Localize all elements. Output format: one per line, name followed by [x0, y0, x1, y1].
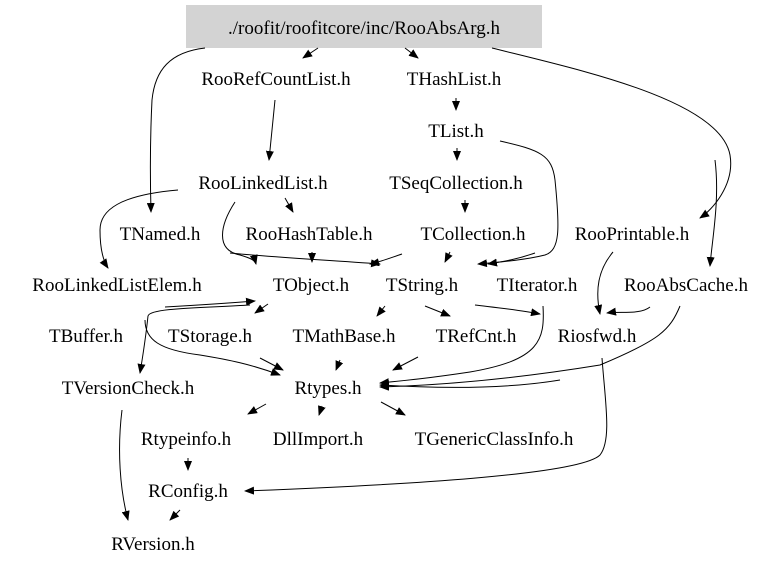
edge-RooAbsArg-RooPrintable — [491, 47, 732, 219]
edge-TStorage-Rtypes — [259, 357, 284, 371]
node-roolinkedlist[interactable]: RooLinkedList.h — [198, 173, 328, 194]
node-rooprintable[interactable]: RooPrintable.h — [575, 224, 690, 245]
node-rooabsarg[interactable]: ./roofit/roofitcore/inc/RooAbsArg.h — [228, 18, 500, 39]
edge-RooLinkedList-RooLinkedListElem — [99, 189, 179, 269]
edge-TRefCnt-Rtypes — [392, 356, 419, 371]
edge-TString-Riosfwd — [474, 304, 541, 317]
edge-TVersionCheck-RVersion — [119, 409, 130, 521]
edge-RooAbsArg-TNamed — [146, 47, 206, 213]
node-tmathbase[interactable]: TMathBase.h — [293, 326, 396, 347]
edge-RooHashTable-TString — [229, 252, 381, 268]
node-dllimport[interactable]: DllImport.h — [273, 429, 364, 450]
edge-RooPrintable-Riosfwd — [594, 251, 614, 315]
node-rtypes[interactable]: Rtypes.h — [294, 378, 362, 399]
edge-RConfig-RVersion — [169, 509, 181, 521]
edge-RooLinkedList-RooHashTable — [284, 197, 294, 213]
edge-RooLinkedList-TObject — [222, 201, 258, 265]
node-tgenericclassinfo[interactable]: TGenericClassInfo.h — [415, 429, 574, 450]
node-tseqcollection[interactable]: TSeqCollection.h — [389, 173, 523, 194]
node-rooabscache[interactable]: RooAbsCache.h — [624, 275, 749, 296]
node-tlist[interactable]: TList.h — [428, 121, 484, 142]
edge-TObject-TStorage — [254, 303, 269, 314]
edge-TObject-Rtypes — [144, 319, 281, 376]
edge-RooAbsCache-Rtypes — [606, 306, 651, 316]
node-riosfwd[interactable]: Riosfwd.h — [558, 326, 637, 347]
node-tstring[interactable]: TString.h — [386, 275, 459, 296]
node-trefcnt[interactable]: TRefCnt.h — [436, 326, 517, 347]
edge-RooPrintable-RooAbsCache — [706, 159, 718, 267]
node-roohashtable[interactable]: RooHashTable.h — [246, 224, 373, 245]
edge-RooAbsArg-RooRefCountList — [302, 47, 319, 59]
edge-TList-TIterator — [477, 140, 559, 268]
edge-RooAbsArg-THashList — [404, 47, 419, 59]
edge-Rtypes-DllImport — [318, 405, 326, 416]
node-tnamed[interactable]: TNamed.h — [120, 224, 201, 245]
edge-TString-TMathBase — [376, 305, 386, 317]
edge-TCollection-TString — [444, 251, 453, 263]
node-rtypeinfo[interactable]: Rtypeinfo.h — [141, 429, 232, 450]
edge-Rtypes-Rtypeinfo — [247, 403, 267, 415]
node-rversion[interactable]: RVersion.h — [111, 534, 195, 555]
edge-RooAbsCache-Riosfwd — [379, 305, 681, 391]
node-roolinkedlistelem[interactable]: RooLinkedListElem.h — [32, 275, 202, 296]
edges-layer — [99, 47, 732, 521]
edge-Riosfwd-RConfig — [244, 357, 608, 495]
edge-RooLinkedListElem-TObject — [164, 297, 256, 308]
node-tobject[interactable]: TObject.h — [273, 275, 350, 296]
edge-Riosfwd-Rtypes-extra — [379, 379, 561, 390]
node-tcollection[interactable]: TCollection.h — [420, 224, 526, 245]
edge-TMathBase-Rtypes — [335, 359, 344, 371]
node-titerator[interactable]: TIterator.h — [497, 275, 578, 296]
node-thashlist[interactable]: THashList.h — [407, 69, 502, 90]
edge-RooRefCountList-RooLinkedList — [265, 99, 276, 161]
edge-TString-TRefCnt — [424, 305, 451, 317]
edge-TObject-TVersionCheck — [137, 304, 251, 374]
edge-TCollection-TIterator — [487, 252, 536, 267]
node-rconfig[interactable]: RConfig.h — [148, 481, 228, 502]
root-node-box — [186, 5, 542, 48]
node-roorefcountlist[interactable]: RooRefCountList.h — [201, 69, 351, 90]
nodes-layer: ./roofit/roofitcore/inc/RooAbsArg.h RooR… — [32, 18, 748, 555]
edge-Rtypes-TGenericClassInfo — [380, 401, 406, 416]
node-tstorage[interactable]: TStorage.h — [168, 326, 252, 347]
node-tversioncheck[interactable]: TVersionCheck.h — [62, 378, 195, 399]
node-tbuffer[interactable]: TBuffer.h — [49, 326, 124, 347]
edge-TIterator-Rtypes — [379, 305, 544, 387]
edge-TNamed-TString — [369, 253, 403, 267]
